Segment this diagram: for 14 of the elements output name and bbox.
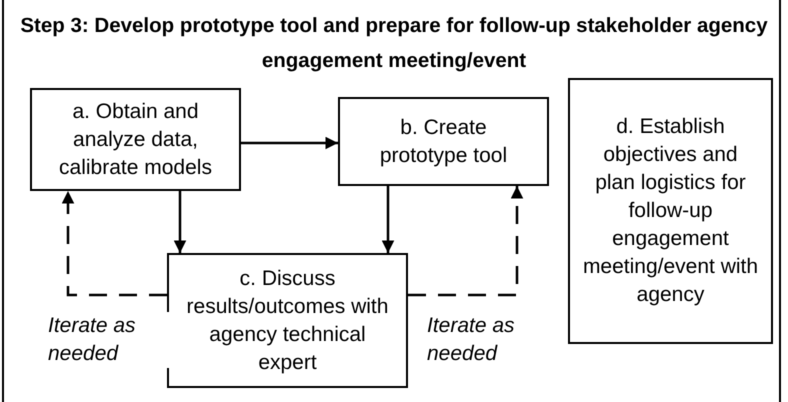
process-box [30, 88, 241, 191]
box-text: c. Discuss results/outcomes with agency technical expert [186, 266, 390, 376]
box-text: a. Obtain and analyze data, calibrate models [58, 98, 213, 180]
arrow [241, 136, 338, 150]
process-box [167, 253, 408, 388]
process-box [338, 97, 549, 186]
process-box [568, 78, 773, 344]
arrow [382, 186, 394, 253]
title: Step 3: Develop prototype tool and prepare for follow-up stakeholder agency engagement meeting/event [19, 13, 769, 74]
box-text: d. Establish objectives and plan logistics for follow-up engagement meeting/event with agency [582, 114, 759, 308]
dashed-arrow [62, 191, 167, 296]
dashed-arrow [408, 186, 524, 296]
box-text: b. Create prototype tool [378, 114, 508, 168]
arrow [174, 191, 186, 253]
